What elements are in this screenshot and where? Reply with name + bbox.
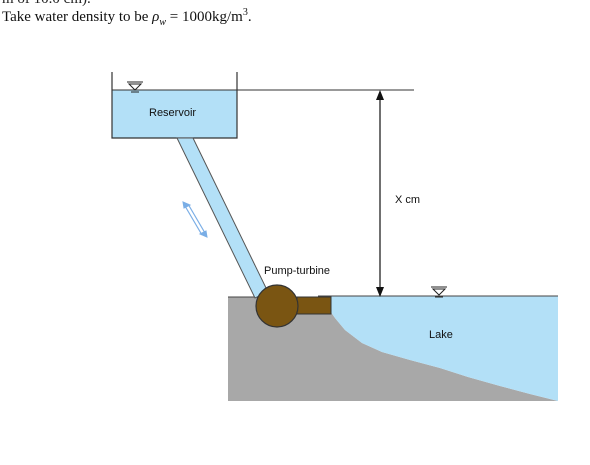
pump-turbine-label: Pump-turbine — [264, 265, 330, 277]
penstock-pipe — [176, 137, 269, 299]
density-period: . — [247, 9, 252, 25]
density-exponent: 3 — [242, 7, 248, 18]
flow-direction-icon — [182, 201, 208, 238]
height-label: X cm — [395, 194, 420, 206]
height-dimension-arrow — [376, 90, 384, 297]
problem-text: m of 10.0 cm). Take water density to be … — [2, 0, 562, 36]
reservoir-surface-symbol-icon — [127, 81, 143, 93]
lake-label: Lake — [429, 329, 453, 341]
density-subscript: w — [159, 17, 167, 28]
ground — [228, 297, 558, 401]
density-symbol: ρ — [152, 9, 160, 25]
density-value: = 1000kg/m — [169, 9, 243, 25]
clipped-text-line: m of 10.0 cm). — [2, 0, 91, 8]
reservoir-label: Reservoir — [149, 107, 196, 119]
density-text: Take water density to be — [2, 9, 149, 25]
lake-surface-symbol-icon — [431, 286, 447, 298]
reservoir-walls — [111, 72, 238, 139]
pump-turbine — [255, 284, 299, 328]
reservoir-water — [112, 90, 237, 138]
pump-outlet — [296, 296, 332, 315]
density-statement: Take water density to be ρw = 1000kg/m3. — [2, 7, 252, 28]
lake-water — [318, 296, 558, 401]
